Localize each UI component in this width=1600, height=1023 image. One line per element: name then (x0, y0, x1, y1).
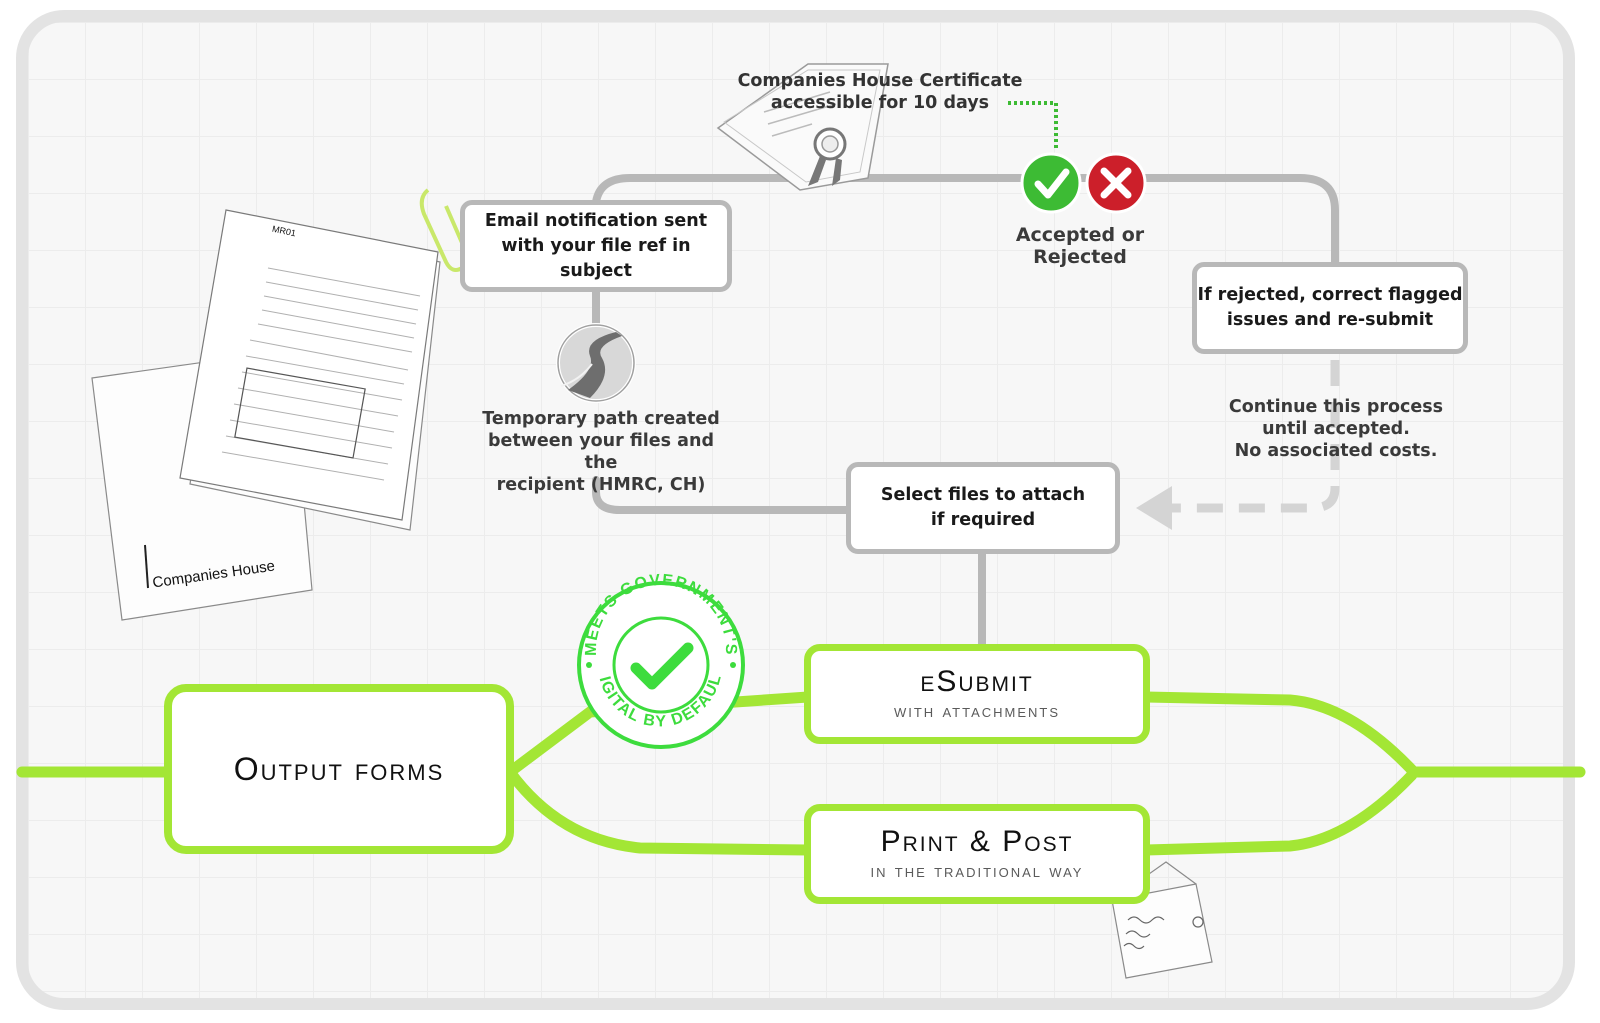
rejected-correction-text: If rejected, correct flagged issues and … (1197, 285, 1463, 330)
certificate-icon (716, 63, 889, 191)
esubmit-box: eSubmit with attachments (804, 644, 1150, 744)
reject-icon (1085, 152, 1147, 214)
lime-flow-lines (16, 691, 1586, 856)
email-notification-text: Email notification sent with your file r… (484, 210, 708, 281)
esubmit-title: eSubmit (920, 665, 1034, 698)
print-post-box: Print & Post in the traditional way (804, 804, 1150, 904)
lime-merge-down (1140, 769, 1418, 856)
dashed-return-line (1168, 360, 1340, 513)
output-forms-title: Output forms (233, 750, 445, 787)
lime-merge-up (1140, 691, 1418, 776)
status-label: Accepted or Rejected (1015, 224, 1145, 268)
accept-icon (1020, 152, 1082, 214)
arrow-head-icon (1136, 486, 1172, 530)
companies-house-document-stack (91, 188, 470, 621)
temporary-path-note: Temporary path created between your file… (482, 409, 720, 495)
cert-dotted-link (1008, 101, 1058, 150)
path-to-select-line (592, 476, 850, 514)
output-forms-box: Output forms (164, 684, 514, 854)
rejected-correction-box: If rejected, correct flagged issues and … (1192, 262, 1468, 354)
loop-top-line (592, 174, 1339, 269)
certificate-caption: Companies House Certificate accessible f… (737, 71, 1023, 113)
print-post-title: Print & Post (880, 825, 1074, 858)
continue-process-note: Continue this process until accepted. No… (1228, 397, 1444, 461)
road-path-icon (556, 323, 636, 403)
select-files-box: Select files to attach if required (846, 462, 1120, 554)
lime-branch-down (504, 766, 814, 856)
esubmit-subtitle: with attachments (893, 701, 1061, 722)
select-files-text: Select files to attach if required (880, 485, 1086, 530)
digital-by-default-stamp (577, 581, 745, 749)
email-notification-box: Email notification sent with your file r… (460, 200, 732, 292)
print-post-subtitle: in the traditional way (870, 861, 1084, 882)
